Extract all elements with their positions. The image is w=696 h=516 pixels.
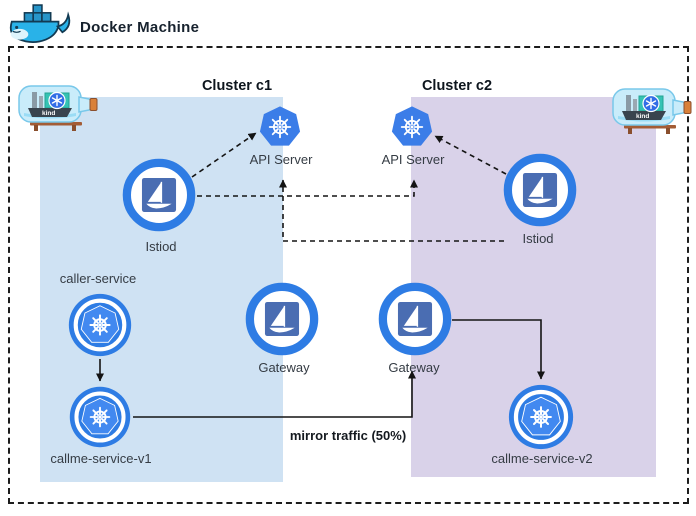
istio-gateway-icon	[245, 282, 319, 356]
callme-service-v1-label: callme-service-v1	[50, 451, 152, 466]
kubernetes-pod-icon	[68, 385, 132, 449]
kubernetes-api-server-icon	[258, 105, 302, 149]
callme-service-v2-label: callme-service-v2	[491, 451, 593, 466]
kind-ship-in-bottle-icon	[16, 80, 100, 134]
kubernetes-pod-icon	[507, 383, 575, 451]
gateway-c2-label: Gateway	[388, 360, 440, 375]
istio-gateway-icon	[378, 282, 452, 356]
docker-whale-icon	[4, 1, 76, 48]
kind-ship-in-bottle-icon	[610, 83, 694, 137]
api-server-c1-label: API Server	[249, 152, 313, 167]
istiod-c1-label: Istiod	[145, 239, 177, 254]
docker-machine-boundary	[8, 46, 689, 504]
istio-istiod-icon	[122, 158, 196, 232]
gateway-c1-label: Gateway	[258, 360, 310, 375]
istiod-c2-label: Istiod	[522, 231, 554, 246]
api-server-c2-label: API Server	[381, 152, 445, 167]
mirror-traffic-label: mirror traffic (50%)	[289, 428, 407, 443]
cluster-c2-title: Cluster c2	[421, 78, 493, 94]
cluster-c1-title: Cluster c1	[201, 78, 273, 94]
kubernetes-api-server-icon	[390, 105, 434, 149]
diagram-title: Docker Machine	[80, 19, 200, 36]
caller-service-label: caller-service	[59, 271, 137, 286]
istio-istiod-icon	[503, 153, 577, 227]
kubernetes-pod-icon	[67, 292, 133, 358]
